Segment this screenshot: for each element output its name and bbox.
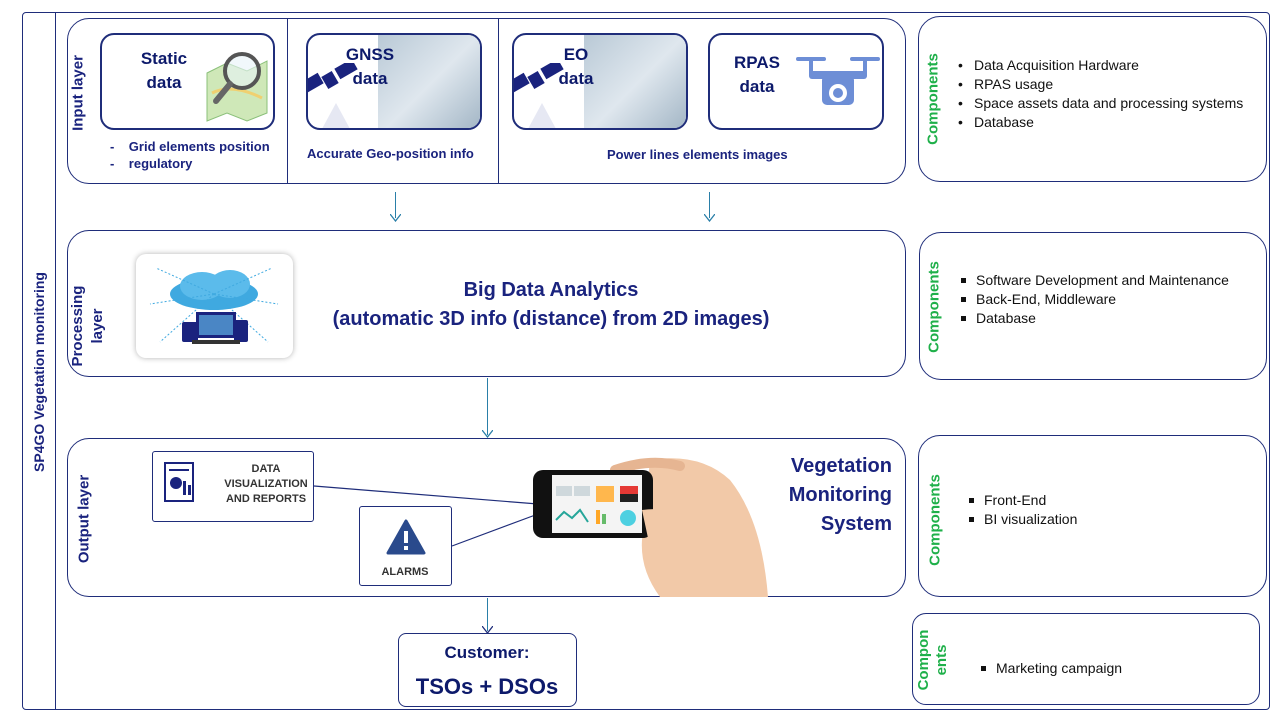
processing-title: Big Data Analytics (automatic 3D info (d… xyxy=(300,276,802,334)
arrow-output-customer xyxy=(487,598,488,631)
satellite-icon-eo xyxy=(514,63,564,128)
report-icon xyxy=(164,462,194,502)
component-item: Back-End, Middleware xyxy=(958,290,1229,309)
satellite-icon xyxy=(308,63,358,128)
diagram-frame xyxy=(22,12,1270,710)
cloud-devices-icon xyxy=(149,267,279,344)
component-item: Data Acquisition Hardware xyxy=(956,56,1243,75)
gnss-data-card: GNSS data xyxy=(306,33,482,130)
data-visualization-label: DATA VISUALIZATION AND REPORTS xyxy=(211,462,321,507)
arrow-processing-output xyxy=(487,378,488,435)
components-output-label: Components xyxy=(926,474,944,566)
static-bullet-1-text: Grid elements position xyxy=(128,139,270,154)
vms-title: Vegetation Monitoring System xyxy=(752,452,892,539)
static-bullet-2: - regulatory xyxy=(110,156,193,171)
customer-label: Customer: xyxy=(444,643,530,662)
input-divider-2 xyxy=(498,19,499,184)
components-output: Components Front-End BI visualization xyxy=(918,435,1267,597)
eo-data-title: EO data xyxy=(544,43,608,91)
vms-title-line2: Monitoring xyxy=(788,484,892,506)
static-data-title-text: Static data xyxy=(140,49,188,92)
phone-hand-image xyxy=(533,457,768,597)
arrowhead-2 xyxy=(704,214,715,222)
alarms-label: ALARMS xyxy=(381,566,429,578)
gnss-data-title: GNSS data xyxy=(338,43,402,91)
components-customer-list: Marketing campaign xyxy=(978,659,1122,678)
components-customer-label-line2: ents xyxy=(933,644,950,676)
alarms-box: ALARMS xyxy=(359,506,452,586)
component-item: Software Development and Maintenance xyxy=(958,271,1229,290)
processing-layer-label: Processing layer xyxy=(68,286,108,367)
customer-value: TSOs + DSOs xyxy=(415,674,559,699)
components-input: Components Data Acquisition Hardware RPA… xyxy=(918,16,1267,182)
components-output-list: Front-End BI visualization xyxy=(966,491,1077,529)
component-item: Space assets data and processing systems xyxy=(956,94,1243,113)
arrowhead-3 xyxy=(482,430,493,438)
input-divider-1 xyxy=(287,19,288,184)
rpas-data-title-text: RPAS data xyxy=(734,53,780,96)
data-visualization-line3: AND REPORTS xyxy=(225,493,307,505)
drone-icon xyxy=(796,57,880,105)
rpas-data-card: RPAS data xyxy=(708,33,884,130)
main-title: SP4GO Vegetation monitoring xyxy=(31,272,47,472)
static-bullet-1: - Grid elements position xyxy=(110,139,270,154)
customer-box: Customer: TSOs + DSOs xyxy=(398,633,577,707)
output-layer-label: Output layer xyxy=(75,474,93,564)
component-item: Database xyxy=(958,309,1229,328)
map-magnifier-icon xyxy=(206,52,268,122)
gnss-data-title-text: GNSS data xyxy=(345,45,395,88)
warning-icon xyxy=(386,519,426,555)
power-lines-caption: Power lines elements images xyxy=(607,147,788,162)
data-visualization-line1: DATA xyxy=(251,463,281,475)
component-item: Database xyxy=(956,113,1243,132)
processing-title-line1: Big Data Analytics xyxy=(463,279,639,301)
component-item: Front-End xyxy=(966,491,1077,510)
cloud-devices-image xyxy=(136,254,293,358)
components-processing-list: Software Development and Maintenance Bac… xyxy=(958,271,1229,328)
vms-title-line1: Vegetation xyxy=(790,455,892,477)
eo-data-title-text: EO data xyxy=(558,45,594,88)
eo-data-card: EO data xyxy=(512,33,688,130)
processing-title-line2: (automatic 3D info (distance) from 2D im… xyxy=(332,308,770,330)
input-layer-label: Input layer xyxy=(69,55,87,131)
components-processing-label: Components xyxy=(925,261,943,353)
data-visualization-line2: VISUALIZATION xyxy=(224,478,308,490)
components-customer: Compon ents Marketing campaign xyxy=(912,613,1260,705)
static-bullets: - Grid elements position - regulatory xyxy=(110,138,270,172)
components-input-label: Components xyxy=(924,53,942,145)
processing-label-line1: Processing xyxy=(69,285,86,367)
gnss-caption: Accurate Geo-position info xyxy=(307,146,474,161)
earth-image-eo xyxy=(584,35,686,128)
data-visualization-box: DATA VISUALIZATION AND REPORTS xyxy=(152,451,314,522)
components-processing: Components Software Development and Main… xyxy=(919,232,1267,380)
components-customer-label-line1: Compon xyxy=(915,629,932,691)
components-input-list: Data Acquisition Hardware RPAS usage Spa… xyxy=(956,56,1243,132)
components-customer-label: Compon ents xyxy=(915,630,951,691)
arrow-input-processing-2 xyxy=(709,192,710,218)
processing-label-line2: layer xyxy=(89,308,106,344)
arrow-input-processing-1 xyxy=(395,192,396,218)
component-item: BI visualization xyxy=(966,510,1077,529)
static-bullet-2-text: regulatory xyxy=(128,156,193,171)
arrowhead-1 xyxy=(390,214,401,222)
connector-lines xyxy=(313,485,539,547)
component-item: Marketing campaign xyxy=(978,659,1122,678)
static-data-card: Static data xyxy=(100,33,275,130)
component-item: RPAS usage xyxy=(956,75,1243,94)
earth-image xyxy=(378,35,480,128)
rpas-data-title: RPAS data xyxy=(724,51,790,99)
main-title-band: SP4GO Vegetation monitoring xyxy=(22,12,56,710)
vms-title-line3: System xyxy=(820,513,892,535)
static-data-title: Static data xyxy=(124,47,204,95)
